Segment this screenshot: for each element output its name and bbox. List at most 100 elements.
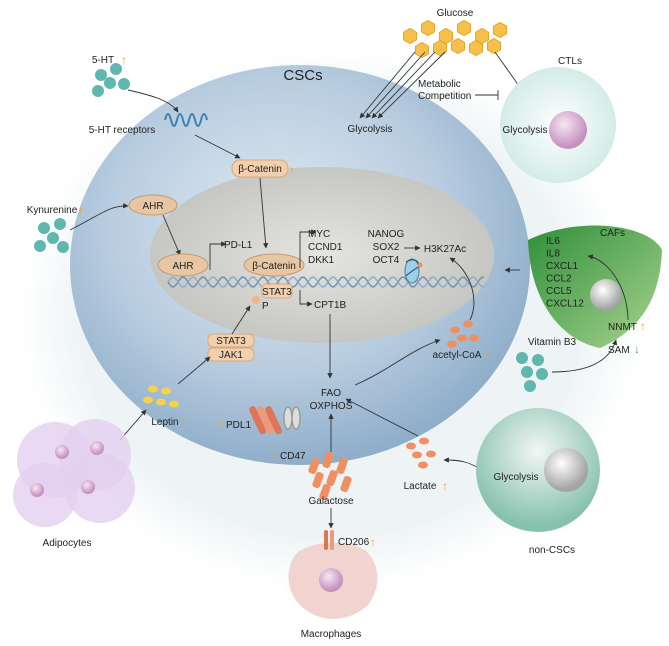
arrow-ahr-to-nucleus (162, 214, 181, 256)
galactose-molecule (312, 471, 324, 489)
nnmt-label: NNMT (608, 322, 637, 333)
arrow-fao-to-acetyl (354, 338, 441, 386)
cd47-label: CD47 (280, 451, 306, 462)
caf-gene-item: CXCL12 (546, 299, 584, 310)
glucose-label: Glucose (437, 8, 474, 19)
arrow-leptin-to-jak1 (177, 356, 211, 385)
caf-gene-item: CXCL1 (546, 261, 579, 272)
chromatin-nucleosome (404, 258, 423, 284)
cd206-receptor-icon (324, 530, 334, 550)
acetyl-coa-up-arrow: ↑ (484, 348, 490, 362)
h3k27ac-label: H3K27Ac (424, 244, 466, 255)
dkk1-gene: DKK1 (308, 255, 335, 266)
ahr-cyto-shape (128, 194, 178, 216)
galactose-label: Galactose (308, 496, 353, 507)
arrow-nnmt-to-genes (587, 254, 629, 321)
vitamin-b3-label: Vitamin B3 (528, 337, 577, 348)
adipocytes-label: Adipocytes (43, 538, 92, 549)
beta-catenin-nuc-shape (243, 253, 305, 277)
glucose-to-glycolysis-arrows (359, 51, 537, 119)
glucose-hexagon (403, 27, 417, 45)
arrow-receptor-to-catenin (194, 134, 241, 159)
stat3-nuc-box (261, 283, 293, 299)
vitamin-b3-molecules (516, 352, 548, 392)
glucose-hexagon (487, 37, 501, 55)
galactose-molecule (308, 457, 320, 475)
stat3-cyto-box (207, 333, 255, 348)
cd206-label: CD206 (338, 537, 370, 548)
galactose-molecule (336, 457, 348, 475)
galactose-molecules (308, 451, 352, 501)
pdl1-protein-icon (249, 406, 283, 435)
glucose-hexagon (421, 19, 435, 37)
arrow-catenin-to-nucleus (259, 177, 269, 249)
caf-gene-item: CCL2 (546, 274, 572, 285)
acetyl-coa-molecules (447, 320, 479, 348)
beta-catenin-cyto-box (231, 159, 289, 178)
serotonin-receptors-label: 5-HT receptors (89, 125, 156, 136)
macrophage-nucleus (319, 568, 343, 592)
leptin-up-arrow: ↑ (181, 415, 187, 429)
noncsc-cell (476, 408, 600, 532)
stat3-nuc: STAT3 (262, 287, 292, 298)
page-title: CSCs (283, 67, 322, 84)
serotonin-up-arrow: ↑ (121, 53, 127, 67)
kynurenine-molecules (34, 218, 69, 253)
leptin-molecules (143, 385, 179, 408)
arrow-stat3-to-cpt1b (299, 290, 313, 307)
glucose-molecules (403, 19, 507, 59)
caf-gene-item: CCL5 (546, 286, 572, 297)
lactate-label: Lactate (404, 481, 437, 492)
ctl-nucleus (549, 111, 587, 149)
jak1-label: JAK1 (219, 350, 243, 361)
serotonin-label: 5-HT (92, 55, 114, 66)
serotonin-molecules (92, 63, 130, 97)
ctls-label: CTLs (558, 56, 582, 67)
kynurenine-label: Kynurenine (27, 205, 78, 216)
serotonin-receptor-icon (164, 113, 208, 127)
arrow-acetyl-to-h3k27ac (449, 257, 475, 321)
lactate-molecules (406, 437, 436, 469)
macrophages-label: Macrophages (301, 629, 362, 640)
cd47-up-arrow: ↑ (272, 448, 278, 462)
arrow-stat3-to-nucleus (231, 305, 251, 335)
phosphate-dot (252, 296, 260, 304)
nnmt-up-arrow: ↑ (640, 319, 646, 333)
acetyl-coa-label: acetyl-CoA (433, 350, 482, 361)
cafs-label: CAFs (600, 228, 625, 239)
beta-catenin-cyto: β-Catenin (238, 164, 282, 175)
galactose-molecule (322, 451, 334, 469)
glycolysis-noncsc-label: Glycolysis (493, 472, 538, 483)
cd206-up-arrow: ↑ (370, 535, 376, 549)
leptin-label: Leptin (151, 417, 178, 428)
glucose-hexagon (415, 41, 429, 59)
pdl1-gene: PD-L1 (224, 240, 253, 251)
fao-label: FAO (321, 388, 341, 399)
arrow-kyn-to-ahr (69, 203, 129, 231)
caf-nucleus (590, 279, 622, 311)
glycolysis-csc-label: Glycolysis (347, 124, 392, 135)
ahr-nuc: AHR (172, 261, 193, 272)
ahr-cyto: AHR (142, 201, 163, 212)
noncscs-label: non-CSCs (529, 545, 575, 556)
sox2-gene: SOX2 (373, 242, 400, 253)
jak1-box (207, 347, 255, 362)
arrow-vb3-to-nnmt (551, 339, 618, 373)
myc-gene: MYC (308, 229, 330, 240)
pdl1-up-arrow: ↑ (218, 417, 224, 431)
glucose-hexagon (451, 37, 465, 55)
dna-helix (167, 276, 484, 288)
glucose-hexagon (469, 39, 483, 57)
metabolic-competition-line2: Competition (418, 91, 471, 102)
sam-label: SAM (608, 345, 630, 356)
lactate-up-arrow: ↑ (442, 479, 448, 493)
oxphos-label: OXPHOS (310, 401, 353, 412)
beta-catenin-nuc: β-Catenin (252, 261, 296, 272)
glucose-hexagon (457, 19, 471, 37)
ccnd1-gene: CCND1 (308, 242, 343, 253)
nanog-gene: NANOG (368, 229, 405, 240)
cd47-protein-icon (283, 406, 301, 430)
